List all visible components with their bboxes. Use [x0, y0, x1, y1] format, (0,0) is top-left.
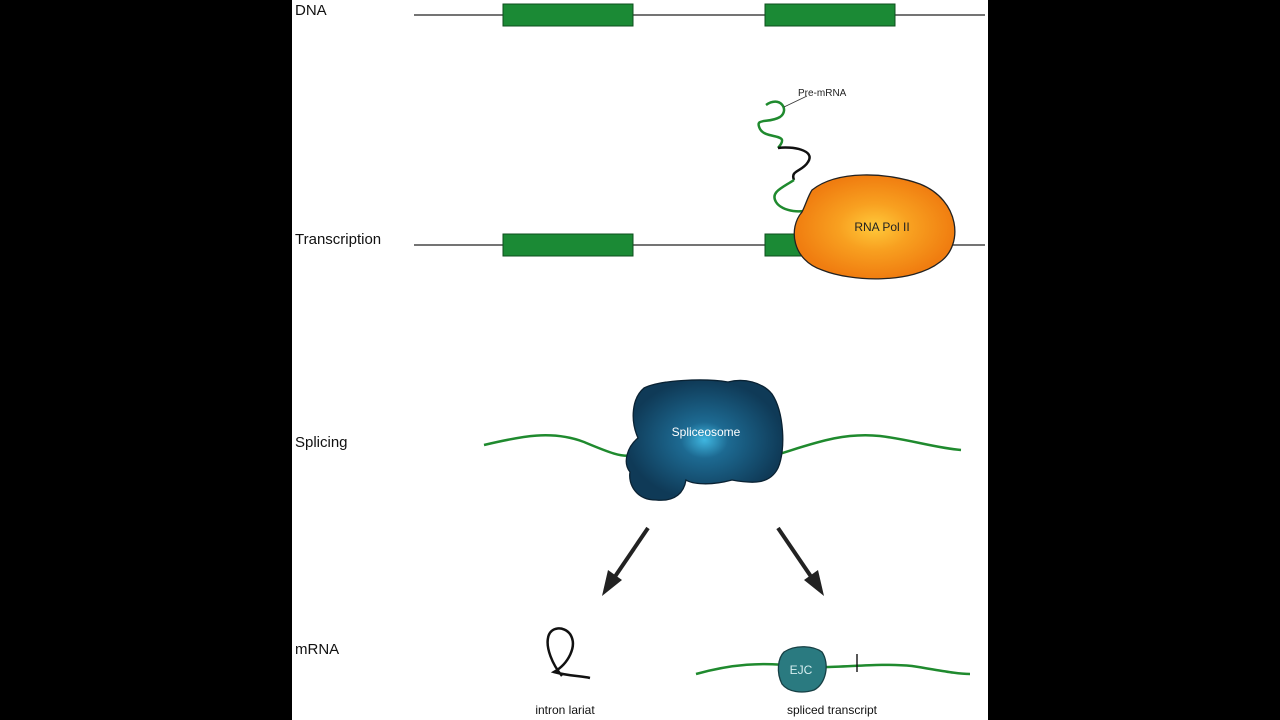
row-label-splicing: Splicing [295, 434, 348, 451]
left-arrow [602, 526, 650, 596]
rna-pol-ii: RNA Pol II [793, 174, 956, 280]
pre-mrna-leader-line [783, 95, 808, 108]
rna-pol-label: RNA Pol II [854, 220, 909, 234]
intron-lariat: intron lariat [535, 627, 595, 717]
spliceosome-body [625, 379, 784, 501]
pre-mrna-black-segment [777, 146, 811, 181]
lariat-loop [546, 627, 591, 680]
right-arrow [776, 526, 824, 596]
row-label-dna: DNA [295, 2, 327, 19]
diagram-svg: Pre-mRNA RNA Pol II Spliceosome [414, 3, 985, 717]
pre-mrna-label: Pre-mRNA [798, 88, 847, 99]
row-label-mrna: mRNA [295, 641, 340, 658]
intron-lariat-label: intron lariat [535, 703, 595, 717]
spliced-transcript: EJC spliced transcript [695, 646, 971, 717]
exon-1 [502, 3, 634, 27]
exon-1-transcription [502, 233, 634, 257]
ejc-body [777, 646, 827, 693]
rna-right-exon [775, 434, 962, 457]
row-label-transcription: Transcription [295, 231, 382, 248]
pre-mrna-green-segment-1 [757, 100, 786, 149]
rna-pol-body [793, 174, 956, 280]
spliceosome-label: Spliceosome [672, 425, 741, 439]
spliced-rna-line [695, 662, 971, 676]
ejc-label: EJC [790, 663, 813, 677]
spliceosome: Spliceosome [625, 379, 784, 501]
splicing-rna [483, 434, 962, 457]
diagram-canvas: DNA Transcription Splicing mRNA [292, 0, 988, 720]
dna-strand [414, 3, 985, 27]
spliced-transcript-label: spliced transcript [787, 703, 878, 717]
exon-2 [764, 3, 896, 27]
rna-left-exon [483, 434, 635, 457]
